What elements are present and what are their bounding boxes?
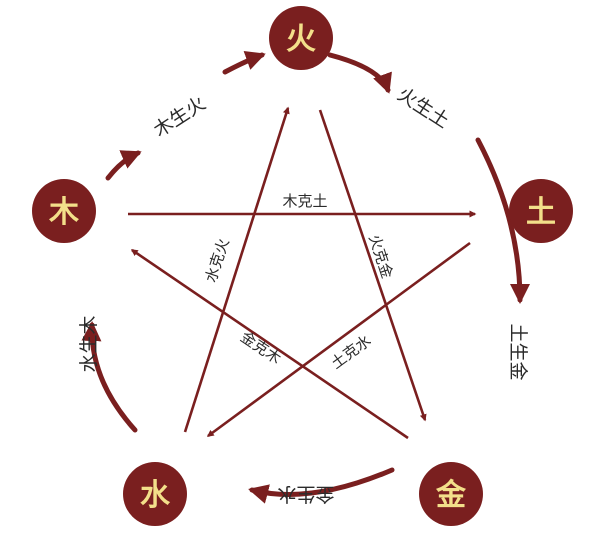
label-water-overcomes-fire: 水克火 xyxy=(202,236,233,284)
element-nodes: 火 土 金 水 木 xyxy=(32,6,573,526)
node-water-label: 水 xyxy=(140,478,171,513)
generating-cycle xyxy=(81,50,530,504)
label-wood-generates-fire: 木生火 xyxy=(150,92,210,142)
node-metal-label: 金 xyxy=(435,478,467,513)
arc-metal-to-water xyxy=(248,467,395,504)
label-water-generates-wood: 水生木 xyxy=(78,315,100,372)
generating-labels: 木生火 火生土 土生金 金生水 水生木 xyxy=(78,83,529,505)
label-metal-overcomes-wood: 金克木 xyxy=(237,328,284,368)
node-fire: 火 xyxy=(269,6,333,70)
label-metal-generates-water: 金生水 xyxy=(277,483,334,505)
star-line-water-to-fire xyxy=(183,106,290,433)
arc-water-to-wood xyxy=(81,321,138,433)
overcoming-star xyxy=(128,106,477,440)
node-metal: 金 xyxy=(419,462,483,526)
arc-earth-to-metal xyxy=(475,137,530,304)
arc-wood-to-fire-top xyxy=(222,50,266,75)
node-earth-label: 土 xyxy=(526,195,556,230)
star-line-fire-to-metal xyxy=(318,109,427,422)
overcoming-labels: 木克土 火克金 水克火 金克木 土克水 xyxy=(202,192,397,372)
node-earth: 土 xyxy=(509,179,573,243)
star-line-earth-to-water xyxy=(206,241,471,438)
node-fire-label: 火 xyxy=(286,22,316,57)
label-earth-generates-metal: 土生金 xyxy=(507,323,529,380)
arc-fire-to-earth xyxy=(327,52,392,94)
label-fire-generates-earth: 火生土 xyxy=(393,83,453,133)
label-earth-overcomes-water: 土克水 xyxy=(328,331,375,372)
label-wood-overcomes-earth: 木克土 xyxy=(282,192,327,210)
node-water: 水 xyxy=(123,462,187,526)
node-wood: 木 xyxy=(32,179,96,243)
arc-wood-to-fire xyxy=(105,150,142,181)
star-line-metal-to-wood xyxy=(130,248,409,440)
node-wood-label: 木 xyxy=(48,195,79,230)
